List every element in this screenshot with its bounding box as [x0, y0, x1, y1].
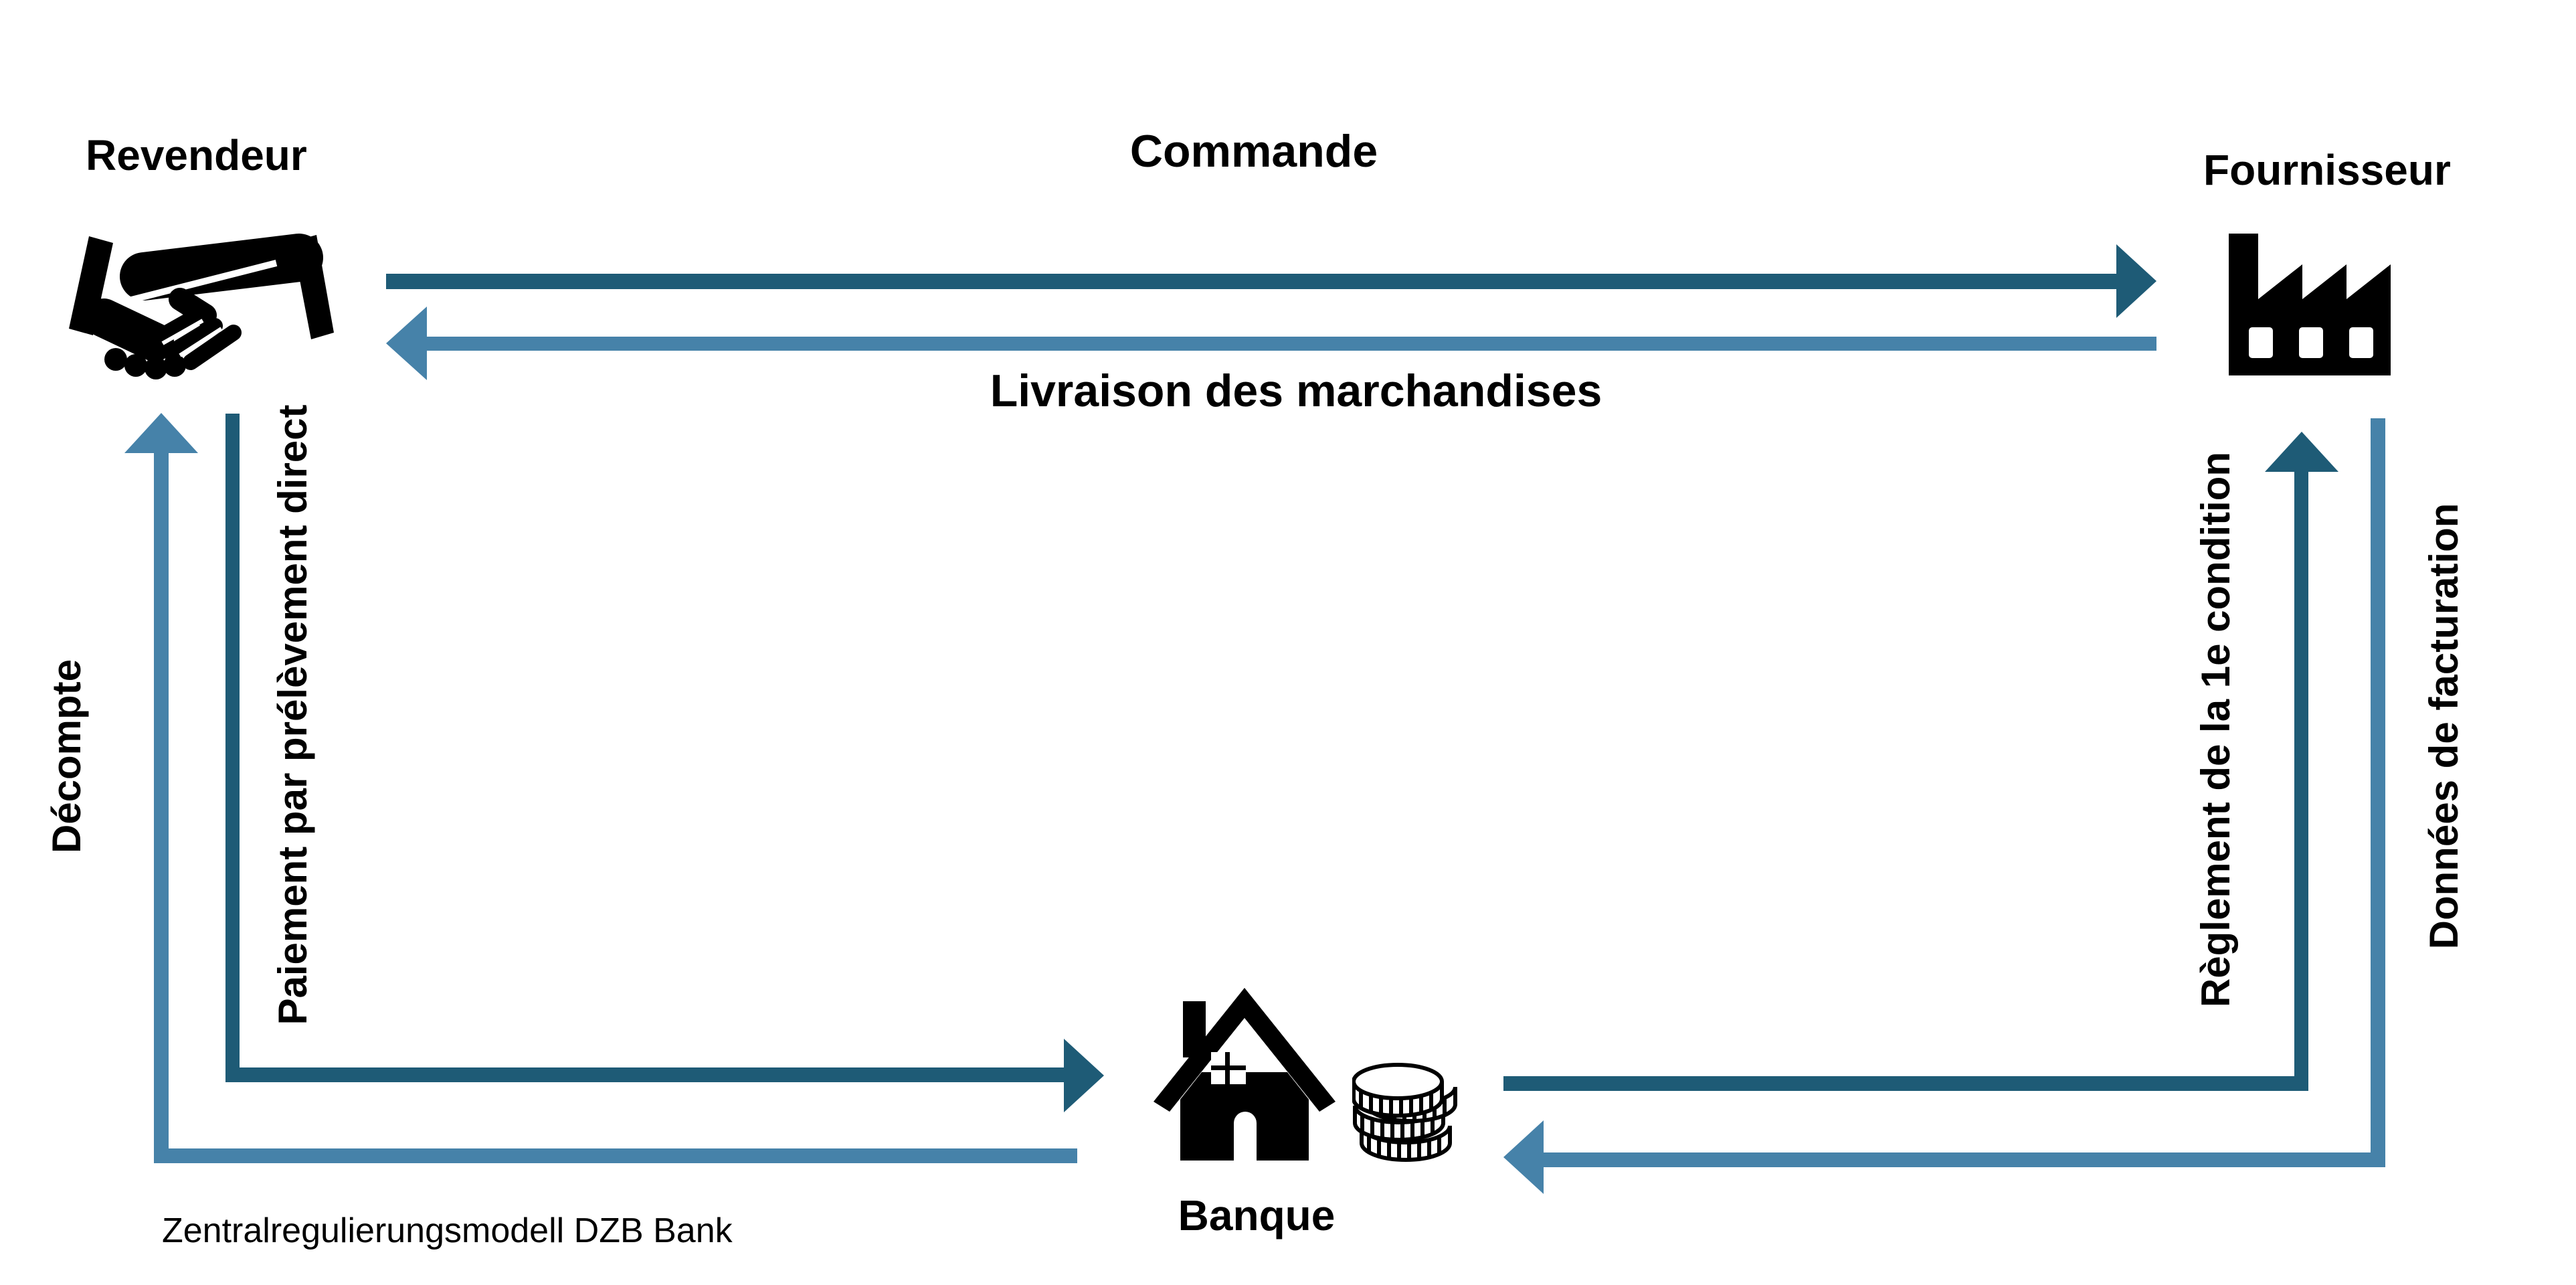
- arrow-paiement: [225, 414, 1104, 1112]
- diagram-caption: Zentralregulierungsmodell DZB Bank: [162, 1211, 733, 1250]
- bank-house-icon: [1154, 988, 1336, 1161]
- commande-flow-label: Commande: [1129, 126, 1378, 177]
- arrow-donnees: [1503, 418, 2385, 1194]
- arrow-decompte: [124, 413, 1077, 1163]
- arrow-reglement: [1503, 432, 2338, 1091]
- coins-icon: [1352, 1063, 1462, 1163]
- reseller-label: Revendeur: [86, 131, 307, 179]
- factory-icon: [2229, 234, 2391, 375]
- supplier-label: Fournisseur: [2203, 146, 2451, 194]
- arrow-livraison: [386, 307, 2156, 380]
- donnees-flow-label: Données de facturation: [2421, 503, 2466, 950]
- arrow-commande: [386, 244, 2156, 318]
- livraison-flow-label: Livraison des marchandises: [990, 365, 1602, 416]
- handshake-icon: [69, 234, 334, 379]
- decompte-flow-label: Décompte: [44, 659, 89, 854]
- paiement-flow-label: Paiement par prélèvement direct: [270, 404, 315, 1025]
- bank-label: Banque: [1178, 1191, 1336, 1239]
- reglement-flow-label: Règlement de la 1e condition: [2193, 451, 2238, 1008]
